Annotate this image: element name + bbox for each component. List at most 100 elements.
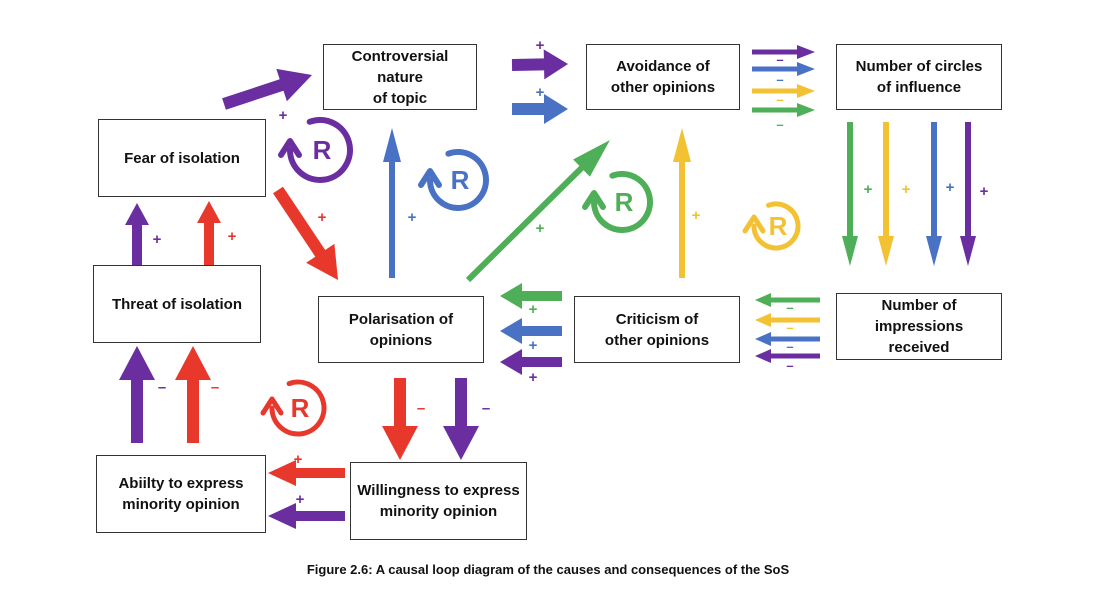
loop-r-yellow-label: R <box>769 211 788 241</box>
arrow-circles-impressions-blue <box>926 122 942 266</box>
arrow-impressions-criticism-green <box>755 293 820 307</box>
node-circles-of-influence-label: Number of circles of influence <box>855 58 983 96</box>
loop-r-green-arrowhead <box>582 190 606 210</box>
loop-r-purple-arc <box>287 117 353 183</box>
sign-threat-fear-purple: + <box>153 231 162 248</box>
node-controversial-nature-label: Controversial nature of topic <box>351 47 449 107</box>
arrow-polarisation-willingness-purple <box>443 378 479 460</box>
arrow-ability-threat-red <box>175 346 211 443</box>
arrow-fear-controversial <box>222 68 312 110</box>
node-criticism: Criticism of other opinions <box>574 296 740 363</box>
node-willingness-to-express-label: Willingness to express minority opinion <box>357 482 520 520</box>
loop-r-yellow-arc <box>751 201 801 251</box>
loops-layer: R R R R R <box>260 117 801 437</box>
sign-polarisation-controversial-blue: + <box>408 209 417 226</box>
sign-avoidance-circles-purple: – <box>776 52 783 67</box>
loop-r-blue-arc <box>427 149 489 211</box>
arrow-avoidance-circles-blue <box>752 62 815 76</box>
arrow-criticism-avoidance-yellow <box>673 128 691 278</box>
figure-caption: Figure 2.6: A causal loop diagram of the… <box>306 562 790 577</box>
sign-polarisation-avoidance-green: + <box>536 220 545 237</box>
loop-r-green-label: R <box>615 187 634 217</box>
loop-r-blue: R <box>418 149 489 211</box>
arrow-circles-impressions-purple <box>960 122 976 266</box>
arrows-layer <box>119 45 976 529</box>
arrow-impressions-criticism-yellow <box>755 313 820 327</box>
node-circles-of-influence: Number of circles of influence <box>836 44 1002 110</box>
loop-r-purple-arrowhead <box>278 138 302 158</box>
node-ability-to-express-label: Abiilty to express minority opinion <box>118 475 244 513</box>
arrow-controversial-avoidance-purple <box>511 49 568 80</box>
sign-criticism-polarisation-green: + <box>529 301 538 318</box>
node-threat-of-isolation: Threat of isolation <box>93 265 261 343</box>
loop-r-yellow-arrowhead <box>742 214 766 234</box>
loop-r-red: R <box>260 379 327 437</box>
arrow-threat-fear-red <box>197 201 221 266</box>
loop-r-blue-arrowhead <box>418 168 442 188</box>
arrow-circles-impressions-yellow <box>878 122 894 266</box>
arrow-criticism-polarisation-green <box>500 283 562 309</box>
sign-fear-polarisation: + <box>318 209 327 226</box>
arrow-impressions-criticism-blue <box>755 332 820 346</box>
arrow-willingness-ability-purple <box>268 503 345 529</box>
arrow-polarisation-avoidance-green <box>465 140 610 283</box>
loop-r-red-arrowhead <box>260 396 284 416</box>
loop-r-yellow: R <box>742 201 801 251</box>
arrow-willingness-ability-red <box>268 460 345 486</box>
arrow-threat-fear-purple <box>125 203 149 266</box>
sign-impressions-criticism-green: – <box>786 300 793 315</box>
arrow-ability-threat-purple <box>119 346 155 443</box>
sign-criticism-avoidance-yellow: + <box>692 207 701 224</box>
sign-ability-threat-purple: – <box>158 379 166 396</box>
sign-impressions-criticism-purple: – <box>786 358 793 373</box>
node-avoidance-label: Avoidance of other opinions <box>610 58 716 96</box>
node-impressions-received: Number of impressions received <box>836 293 1002 360</box>
sign-avoidance-circles-blue: – <box>776 72 783 87</box>
sign-polarisation-willingness-red: – <box>417 400 425 417</box>
loop-r-purple: R <box>278 117 353 183</box>
sign-threat-fear-red: + <box>228 228 237 245</box>
node-polarisation: Polarisation of opinions <box>318 296 484 363</box>
node-controversial-nature: Controversial nature of topic <box>323 44 477 110</box>
signs-layer: ++++++––––++++––––++++++––++–– <box>153 37 989 508</box>
node-threat-of-isolation-label: Threat of isolation <box>111 295 242 313</box>
node-avoidance: Avoidance of other opinions <box>586 44 740 110</box>
sign-avoidance-circles-yellow: – <box>776 92 783 107</box>
loop-r-green-arc <box>591 171 653 233</box>
arrow-avoidance-circles-green <box>752 103 815 117</box>
sign-criticism-polarisation-blue: + <box>529 337 538 354</box>
sign-willingness-ability-purple: + <box>296 491 305 508</box>
sign-criticism-polarisation-purple: + <box>529 369 538 386</box>
node-criticism-label: Criticism of other opinions <box>604 310 710 349</box>
node-impressions-received-label: Number of impressions received <box>874 297 964 356</box>
arrow-circles-impressions-green <box>842 122 858 266</box>
arrow-fear-polarisation <box>273 186 338 280</box>
loop-r-red-arc <box>269 379 327 437</box>
sign-avoidance-circles-green: – <box>776 117 783 132</box>
node-fear-of-isolation: Fear of isolation <box>98 119 266 197</box>
arrow-impressions-criticism-purple <box>755 349 820 363</box>
sign-impressions-criticism-yellow: – <box>786 320 793 335</box>
sign-controversial-avoidance-blue: + <box>536 84 545 101</box>
arrow-avoidance-circles-yellow <box>752 84 815 98</box>
arrow-avoidance-circles-purple <box>752 45 815 59</box>
loop-r-red-label: R <box>291 393 310 423</box>
node-polarisation-label: Polarisation of opinions <box>348 310 454 349</box>
sign-circles-impressions-green: + <box>864 181 873 198</box>
sign-impressions-criticism-blue: – <box>786 339 793 354</box>
sign-willingness-ability-red: + <box>294 451 303 468</box>
sign-polarisation-willingness-purple: – <box>482 400 490 417</box>
arrow-criticism-polarisation-purple <box>500 349 562 375</box>
sign-fear-controversial: + <box>279 107 288 124</box>
arrow-criticism-polarisation-blue <box>500 318 562 344</box>
loop-r-blue-label: R <box>451 165 470 195</box>
sign-circles-impressions-purple: + <box>980 183 989 200</box>
loop-r-purple-label: R <box>313 135 332 165</box>
loop-r-green: R <box>582 171 653 233</box>
arrow-polarisation-controversial-blue <box>383 128 401 278</box>
node-ability-to-express: Abiilty to express minority opinion <box>96 455 266 533</box>
node-willingness-to-express: Willingness to express minority opinion <box>350 462 527 540</box>
sign-circles-impressions-yellow: + <box>902 181 911 198</box>
sign-controversial-avoidance-purple: + <box>536 37 545 54</box>
